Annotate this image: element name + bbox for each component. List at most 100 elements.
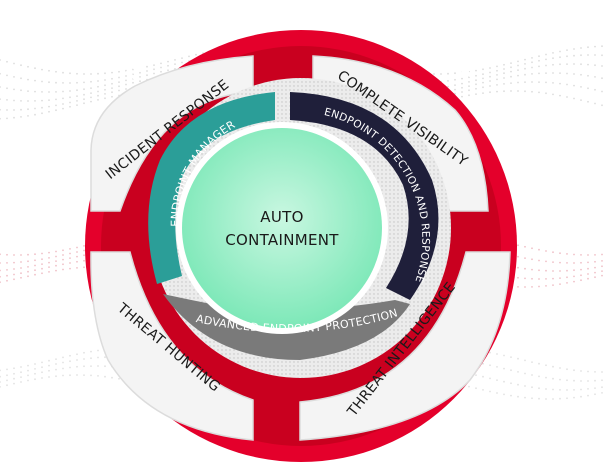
background-dot (566, 253, 568, 255)
background-dot (41, 272, 43, 275)
background-dot (6, 60, 8, 63)
background-dot (489, 390, 491, 393)
background-dot (48, 369, 50, 372)
background-dot (503, 83, 505, 85)
background-dot (83, 358, 85, 360)
background-dot (27, 270, 29, 273)
background-dot (6, 269, 8, 271)
background-dot (587, 87, 589, 90)
background-dot (524, 267, 526, 270)
background-dot (489, 71, 491, 74)
background-dot (153, 68, 155, 71)
background-dot (552, 72, 554, 74)
background-dot (27, 78, 29, 81)
background-dot (0, 269, 1, 272)
background-dot (517, 286, 519, 288)
background-dot (27, 90, 29, 92)
background-dot (510, 394, 512, 397)
background-dot (0, 281, 1, 284)
background-dot (587, 46, 589, 49)
background-dot (69, 105, 71, 108)
background-dot (41, 366, 43, 369)
background-dot (97, 349, 99, 352)
background-dot (104, 84, 106, 87)
background-dot (62, 249, 64, 252)
background-dot (538, 72, 540, 75)
background-dot (69, 267, 71, 270)
background-dot (13, 273, 15, 276)
background-dot (461, 77, 463, 80)
background-dot (538, 55, 540, 58)
background-dot (48, 271, 50, 273)
background-dot (517, 60, 519, 63)
background-dot (524, 81, 526, 83)
background-dot (580, 261, 582, 264)
background-dot (587, 254, 589, 256)
background-dot (83, 98, 85, 101)
background-dot (503, 393, 505, 396)
background-dot (566, 379, 568, 382)
background-dot (13, 268, 15, 270)
background-dot (69, 248, 71, 250)
background-dot (118, 81, 120, 83)
background-dot (552, 251, 554, 254)
background-dot (62, 374, 64, 377)
background-dot (503, 90, 505, 93)
background-dot (125, 83, 127, 86)
background-dot (0, 117, 1, 120)
background-dot (587, 370, 589, 373)
quadrant-incident-response (90, 55, 254, 212)
background-dot (0, 98, 1, 100)
background-dot (538, 259, 540, 262)
background-dot (552, 93, 554, 96)
background-dot (552, 277, 554, 280)
background-dot (6, 253, 8, 256)
background-dot (510, 90, 512, 92)
background-dot (0, 59, 1, 61)
background-dot (13, 76, 15, 78)
background-dot (496, 69, 498, 72)
background-dot (566, 368, 568, 371)
background-dot (545, 250, 547, 252)
background-dot (580, 54, 582, 57)
background-dot (55, 363, 57, 365)
background-dot (104, 97, 106, 100)
background-dot (48, 91, 50, 93)
background-dot (580, 254, 582, 256)
background-dot (517, 69, 519, 71)
background-dot (41, 263, 43, 265)
background-dot (34, 79, 36, 82)
background-dot (104, 79, 106, 81)
background-dot (566, 276, 568, 279)
background-dot (587, 63, 589, 66)
background-dot (55, 250, 57, 253)
background-dot (20, 267, 22, 269)
background-dot (27, 108, 29, 111)
background-dot (433, 73, 435, 75)
background-dot (90, 96, 92, 99)
background-dot (139, 71, 141, 74)
background-dot (531, 81, 533, 83)
background-dot (48, 257, 50, 259)
background-dot (531, 247, 533, 250)
background-dot (146, 70, 148, 72)
background-dot (55, 255, 57, 258)
background-dot (517, 266, 519, 269)
quadrant-threat-hunting (90, 251, 254, 441)
background-dot (601, 371, 603, 373)
background-dot (559, 367, 561, 369)
background-dot (545, 260, 547, 263)
background-dot (27, 266, 29, 268)
background-dot (594, 266, 596, 269)
background-dot (48, 359, 50, 362)
background-dot (538, 59, 540, 62)
background-dot (587, 267, 589, 270)
background-dot (76, 251, 78, 253)
background-dot (566, 63, 568, 65)
background-dot (580, 73, 582, 76)
background-dot (580, 370, 582, 372)
background-dot (160, 66, 162, 69)
background-dot (111, 91, 113, 94)
background-dot (13, 382, 15, 385)
